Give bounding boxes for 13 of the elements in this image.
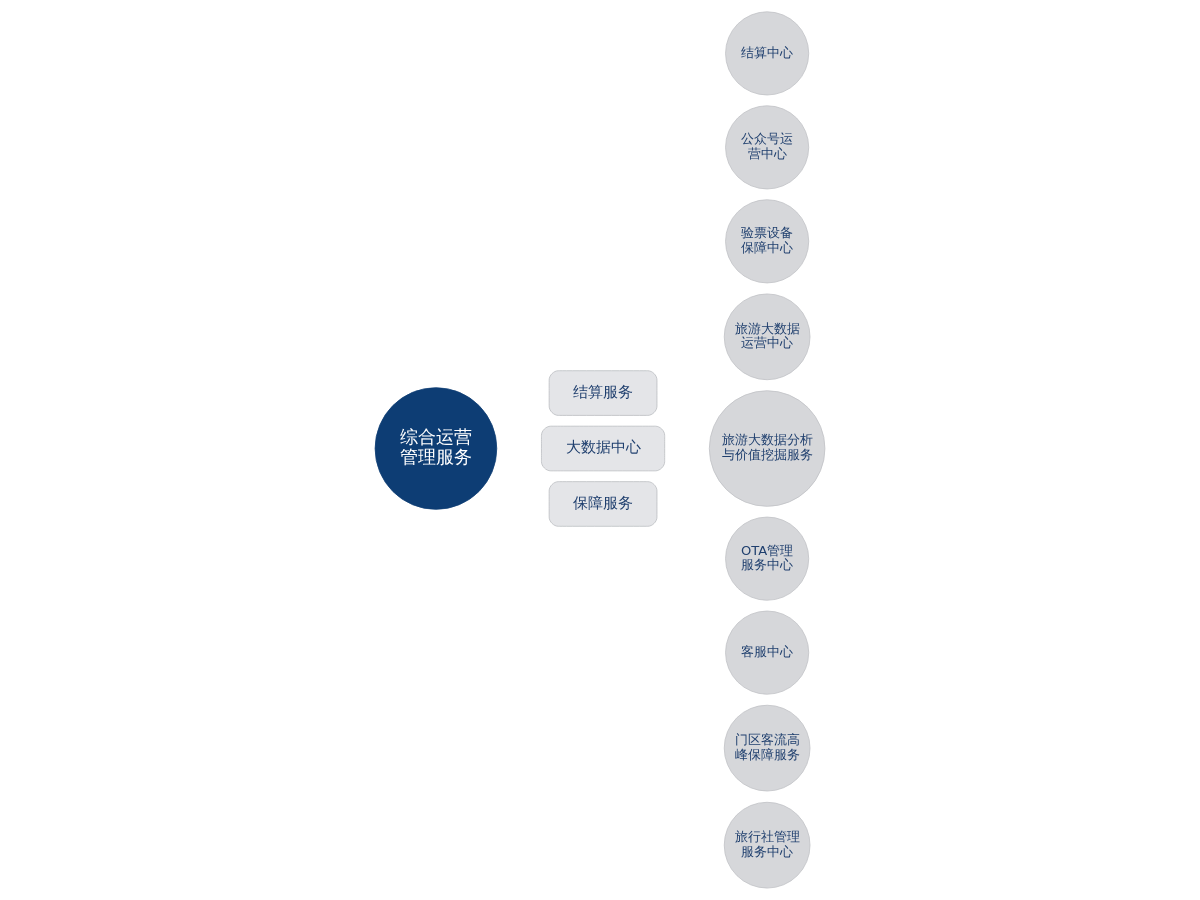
- node-circle: 综合运营管理服务: [374, 387, 498, 510]
- node-circle: 门区客流高峰保障服务: [723, 704, 811, 792]
- node-circle: OTA管理服务中心: [725, 516, 810, 601]
- node-circle: 旅游大数据分析与价值挖掘服务: [708, 390, 826, 507]
- node-circle: 验票设备保障中心: [725, 199, 810, 284]
- node-circle: 旅行社管理服务中心: [723, 801, 811, 889]
- node-box: 保障服务: [548, 481, 658, 527]
- node-circle: 客服中心: [725, 610, 810, 695]
- node-box: 大数据中心: [541, 425, 666, 472]
- node-circle: 结算中心: [725, 11, 810, 96]
- node-box: 结算服务: [548, 370, 658, 416]
- node-circle: 旅游大数据运营中心: [723, 293, 811, 381]
- node-circle: 公众号运营中心: [725, 105, 810, 190]
